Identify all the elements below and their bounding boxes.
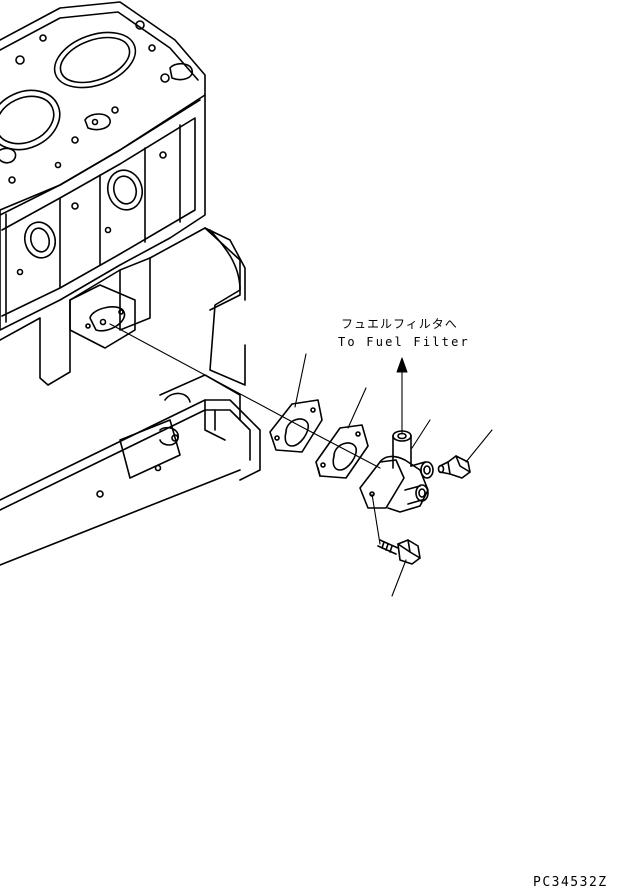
destination-label-en: To Fuel Filter [338, 335, 470, 349]
leader-lines [109, 323, 493, 597]
plug-fitting [437, 455, 471, 479]
destination-label-jp: フュエルフィルタへ [341, 317, 458, 331]
gasket-1 [269, 399, 323, 453]
engine-block [0, 1, 261, 566]
drawing-code: PC34532Z [533, 875, 608, 890]
fuel-connector [359, 430, 434, 513]
flange-bolt [377, 539, 421, 565]
flow-arrow-head [396, 357, 408, 373]
gasket-2 [315, 424, 369, 479]
